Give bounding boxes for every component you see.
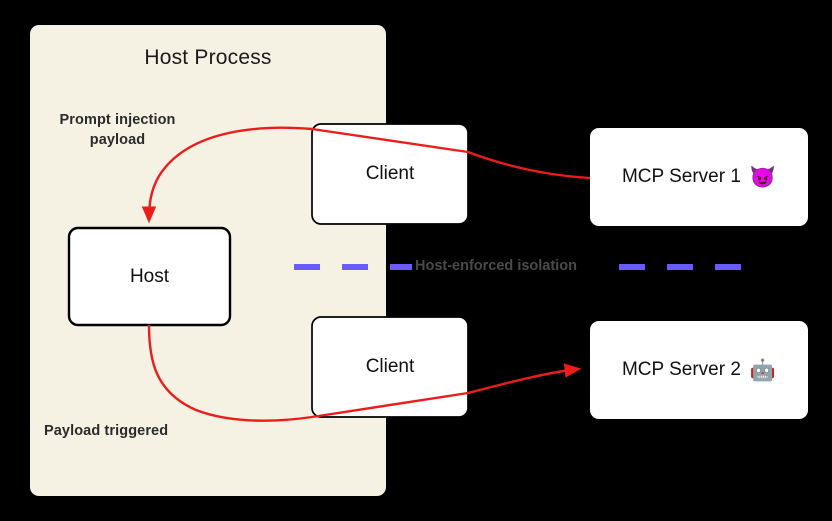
- payload-triggered-label: Payload triggered: [44, 423, 169, 439]
- client-bottom-node-box[interactable]: [311, 316, 469, 418]
- host-enforced-isolation-label: Host-enforced isolation: [415, 258, 577, 274]
- host-process-title: Host Process: [144, 46, 272, 69]
- prompt-injection-line-2: payload: [89, 131, 146, 148]
- prompt-injection-line-1: Prompt injection: [59, 112, 176, 128]
- mcp-server-1-node-box[interactable]: [590, 128, 808, 226]
- edge-server1-to-client-top: [311, 127, 591, 180]
- edge-host-to-client-bottom: [147, 324, 313, 422]
- host-node-box[interactable]: [67, 226, 232, 327]
- prompt-injection-payload-label: Prompt injection payload: [30, 111, 205, 150]
- edge-client-bottom-to-server2: [311, 363, 582, 419]
- mcp-server-2-node-box[interactable]: [590, 321, 808, 419]
- client-top-node-box[interactable]: [311, 123, 469, 225]
- edge-client-top-to-host: [141, 126, 313, 224]
